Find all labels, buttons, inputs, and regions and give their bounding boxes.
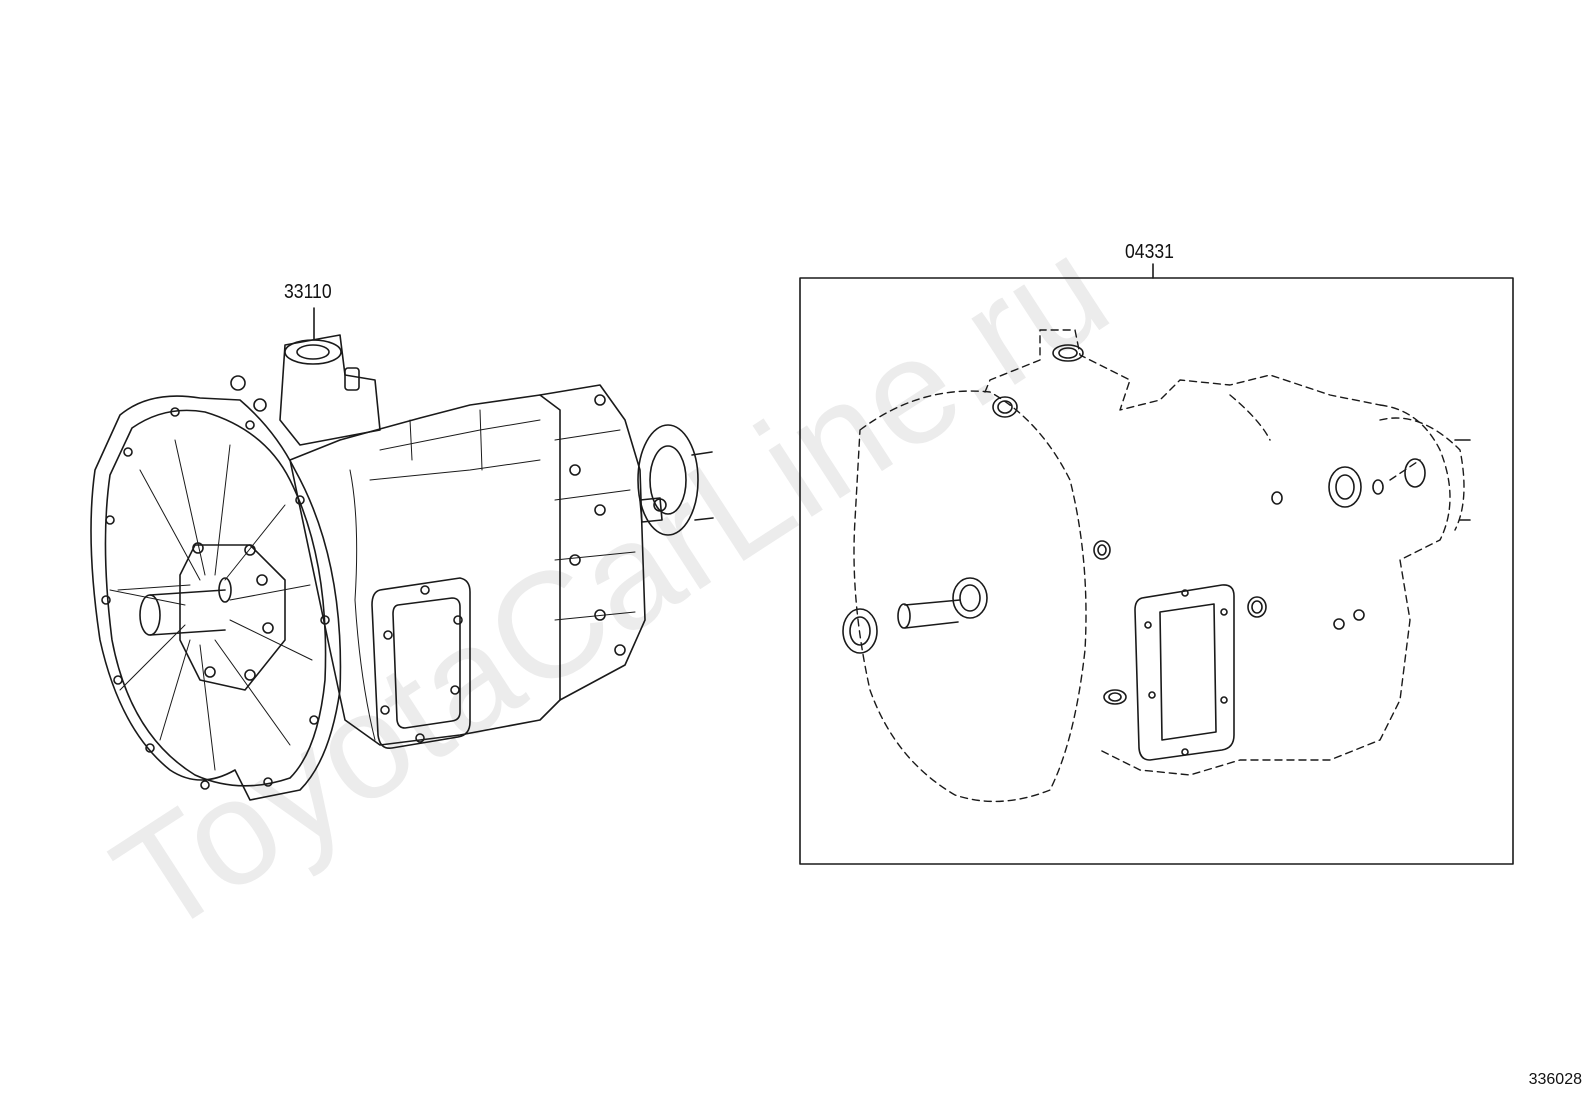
pto-cover <box>371 577 471 750</box>
bearing-retainer <box>179 544 286 691</box>
callout-33110[interactable]: 33110 <box>284 281 332 303</box>
input-shaft <box>117 577 232 636</box>
gasket-kit[interactable] <box>799 263 1514 865</box>
rear-case <box>539 384 646 701</box>
bell-housing-inner <box>104 409 327 787</box>
transmission-assembly[interactable] <box>90 307 714 801</box>
kit-frame <box>799 277 1514 865</box>
shift-tower <box>230 334 381 446</box>
pto-gasket <box>1134 584 1235 761</box>
bell-housing <box>90 395 342 801</box>
output-flange <box>637 424 714 536</box>
oil-seals <box>842 344 1426 705</box>
input-shaft-outline <box>904 599 961 629</box>
rear-flange-outline <box>1454 439 1471 521</box>
diagram-id: 336028 <box>1528 1071 1582 1088</box>
phantom-transmission <box>853 329 1465 803</box>
callout-04331[interactable]: 04331 <box>1125 241 1174 263</box>
